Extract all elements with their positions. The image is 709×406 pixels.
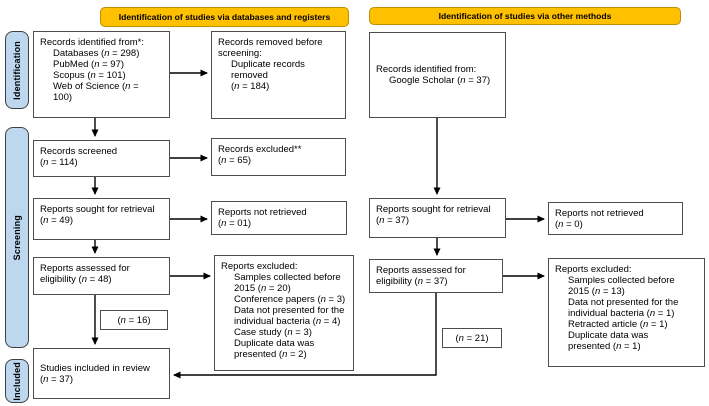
box-reports-sought-other: Reports sought for retrieval(n = 37) — [369, 198, 506, 238]
box-text-line: Studies included in review — [40, 362, 150, 374]
box-text-line: Duplicate data was — [568, 330, 649, 341]
box-text-line: (n = 49) — [40, 215, 74, 226]
box-n16: (n = 16) — [100, 310, 168, 330]
box-text-line: Data not presented for the — [568, 297, 679, 308]
box-text-line: 2015 (n = 13) — [568, 286, 625, 297]
box-text-line: 100) — [53, 92, 73, 103]
box-text-line: (n = 0) — [555, 219, 583, 230]
box-records-identified-other: Records identified from:Google Scholar (… — [369, 32, 506, 118]
box-text-line: (n = 114) — [40, 157, 78, 168]
box-records-screened: Records screened(n = 114) — [33, 140, 170, 177]
box-text-line: presented (n = 1) — [568, 341, 641, 352]
box-text-line: Reports assessed for — [40, 263, 130, 274]
box-text-line: Scopus (n = 101) — [53, 70, 126, 81]
box-text-line: PubMed (n = 97) — [53, 59, 125, 70]
box-text-line: individual bacteria (n = 4) — [234, 316, 341, 327]
box-text-line: Samples collected before — [568, 275, 675, 286]
box-text-line: Samples collected before — [234, 272, 341, 283]
box-text-line: Reports excluded: — [555, 264, 632, 275]
header-databases-registers-label: Identification of studies via databases … — [118, 11, 331, 22]
box-n21: (n = 21) — [442, 328, 502, 348]
box-text-line: (n = 37) — [40, 373, 74, 385]
box-text-line: (n = 01) — [218, 218, 252, 229]
box-text-line: Reports not retrieved — [218, 207, 307, 218]
box-reports-excluded-other: Reports excluded:Samples collected befor… — [548, 258, 705, 367]
box-text-line: individual bacteria (n = 1) — [568, 308, 675, 319]
box-text-line: Case study (n = 3) — [234, 327, 312, 338]
box-reports-sought-databases: Reports sought for retrieval(n = 49) — [33, 198, 170, 240]
box-text-line: 2015 (n = 20) — [234, 283, 291, 294]
box-text-line: Duplicate records — [231, 59, 305, 70]
box-text-line: (n = 65) — [218, 155, 252, 166]
box-text-line: presented (n = 2) — [234, 349, 307, 360]
box-text-line: Records excluded** — [218, 144, 302, 155]
box-text-line: Web of Science (n = — [53, 81, 139, 92]
stage-label-screening-text: Screening — [12, 214, 22, 261]
box-text-line: Records screened — [40, 146, 118, 157]
box-text-line: Google Scholar (n = 37) — [389, 75, 491, 86]
box-records-identified-databases: Records identified from*:Databases (n = … — [33, 31, 170, 118]
box-text-line: eligibility (n = 48) — [40, 274, 112, 285]
box-text-line: Reports not retrieved — [555, 208, 644, 219]
header-other-methods-label: Identification of studies via other meth… — [438, 10, 612, 21]
stage-label-identification: Identification — [5, 31, 29, 109]
box-studies-included: Studies included in review(n = 37) — [33, 348, 170, 399]
stage-label-screening: Screening — [5, 127, 29, 348]
header-other-methods: Identification of studies via other meth… — [369, 7, 681, 25]
box-text-line: Retracted article (n = 1) — [568, 319, 668, 330]
header-databases-registers: Identification of studies via databases … — [100, 7, 349, 27]
box-text-line: screening: — [218, 48, 262, 59]
box-text-line: (n = 16) — [117, 314, 151, 326]
stage-label-included-text: Included — [12, 361, 22, 401]
box-text-line: Conference papers (n = 3) — [234, 294, 346, 305]
box-text-line: (n = 21) — [455, 332, 489, 344]
box-text-line: eligibility (n = 37) — [376, 276, 448, 287]
box-reports-not-retrieved-databases: Reports not retrieved(n = 01) — [211, 201, 347, 235]
box-text-line: Reports sought for retrieval — [40, 204, 155, 215]
box-text-line: Records removed before — [218, 37, 323, 48]
box-text-line: Reports sought for retrieval — [376, 204, 491, 215]
box-text-line: removed — [231, 70, 268, 81]
box-text-line: Reports assessed for — [376, 265, 466, 276]
box-text-line: (n = 37) — [376, 215, 410, 226]
stage-label-included: Included — [5, 359, 29, 403]
box-text-line: Databases (n = 298) — [53, 48, 140, 59]
stage-label-identification-text: Identification — [12, 40, 22, 100]
box-text-line: Data not presented for the — [234, 305, 345, 316]
box-text-line: (n = 184) — [231, 81, 270, 92]
box-reports-not-retrieved-other: Reports not retrieved(n = 0) — [548, 202, 683, 235]
box-records-excluded: Records excluded**(n = 65) — [211, 138, 346, 176]
box-reports-excluded-databases: Reports excluded:Samples collected befor… — [214, 255, 354, 371]
box-text-line: Records identified from: — [376, 64, 477, 75]
box-text-line: Reports excluded: — [221, 261, 298, 272]
box-text-line: Duplicate data was — [234, 338, 315, 349]
box-text-line: Records identified from*: — [40, 37, 145, 48]
